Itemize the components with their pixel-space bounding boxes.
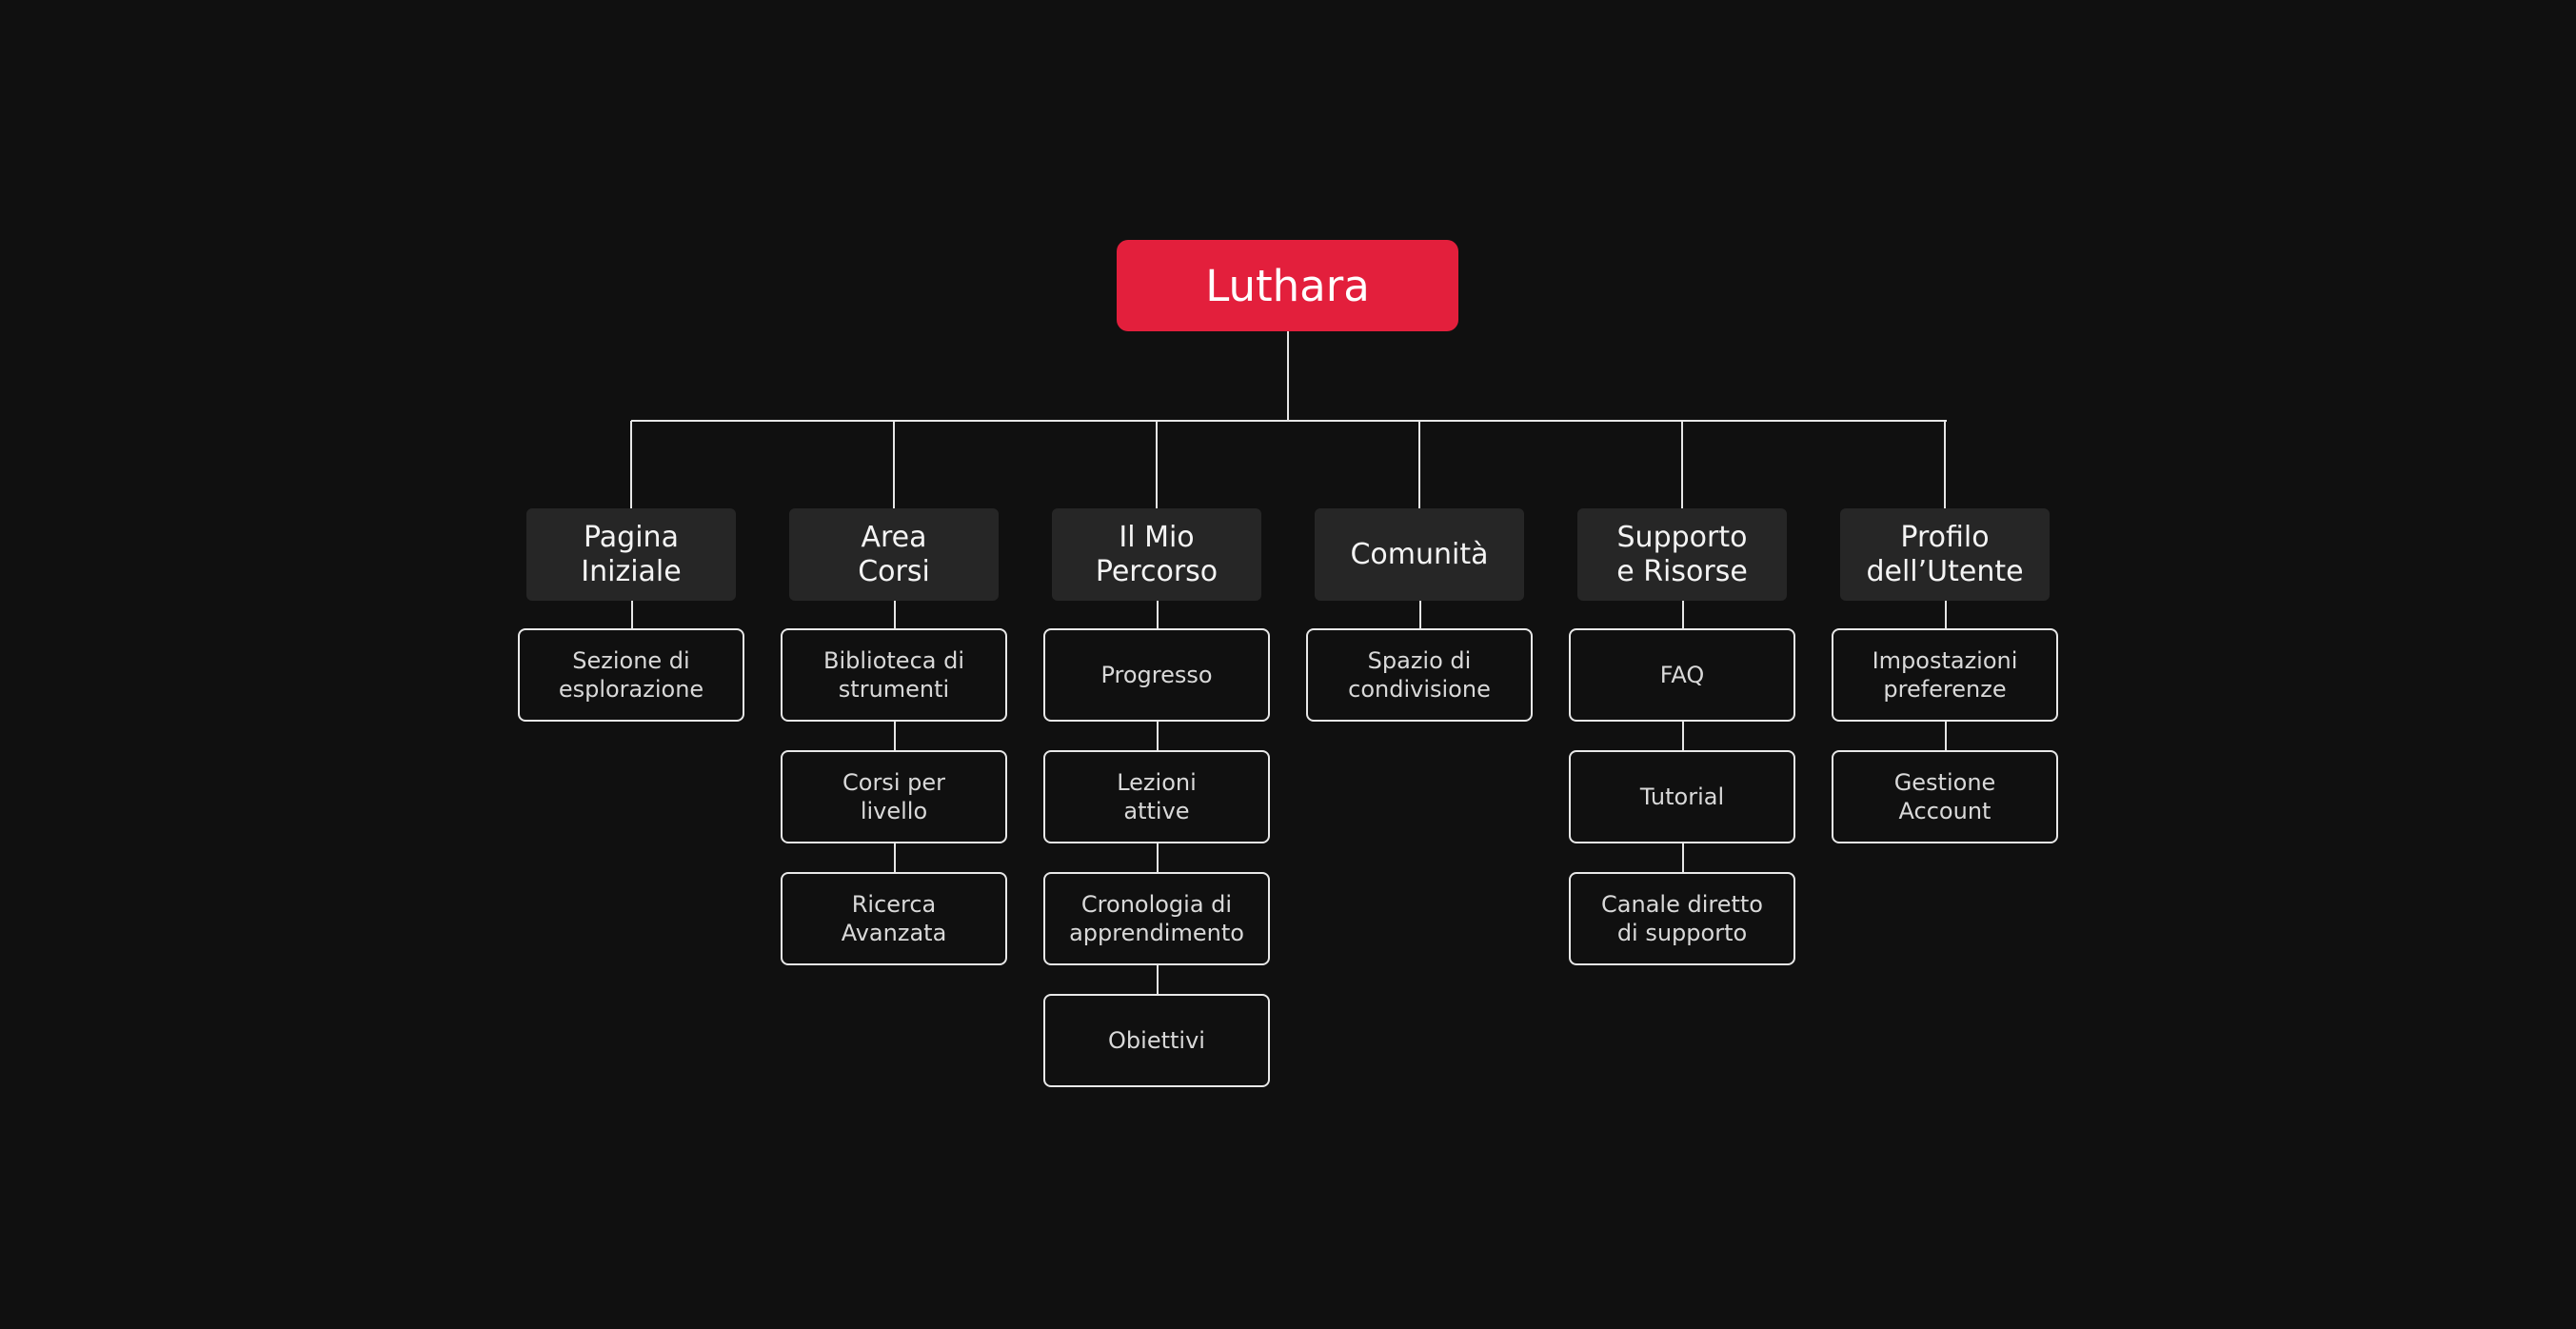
node-label: Spazio di condivisione [1348,647,1491,703]
node-label: Obiettivi [1108,1027,1205,1054]
node-label: Gestione Account [1893,769,1996,824]
child-connector [1945,722,1947,750]
node-sezione-di-esplorazione: Sezione di esplorazione [518,628,744,722]
node-label: Progresso [1100,662,1213,688]
node-canale-diretto-di-supporto: Canale diretto di supporto [1569,872,1795,965]
child-connector [631,601,633,628]
category-connector [1418,421,1420,508]
node-gestione-account: Gestione Account [1832,750,2058,843]
node-label: Tutorial [1639,784,1725,810]
node-obiettivi: Obiettivi [1043,994,1270,1087]
child-connector [1945,601,1947,628]
category-label: Profilo dell’Utente [1866,520,2024,588]
category-profilo-dell-utente: Profilo dell’Utente [1840,508,2050,601]
node-label: Canale diretto di supporto [1601,891,1763,946]
category-pagina-iniziale: Pagina Iniziale [526,508,736,601]
category-label: Supporto e Risorse [1616,520,1748,588]
child-connector [1157,843,1159,872]
category-connector [893,421,895,508]
node-tutorial: Tutorial [1569,750,1795,843]
category-supporto-e-risorse: Supporto e Risorse [1577,508,1787,601]
child-connector [1157,601,1159,628]
category-il-mio-percorso: Il Mio Percorso [1052,508,1261,601]
root-node: Luthara [1117,240,1458,331]
node-corsi-per-livello: Corsi per livello [781,750,1007,843]
node-label: Biblioteca di strumenti [823,647,964,703]
category-connector [1156,421,1158,508]
node-ricerca-avanzata: Ricerca Avanzata [781,872,1007,965]
node-label: Lezioni attive [1117,769,1197,824]
category-label: Pagina Iniziale [581,520,682,588]
category-connector [1944,421,1946,508]
child-connector [1157,965,1159,994]
root-label: Luthara [1205,260,1370,311]
node-label: Corsi per livello [842,769,945,824]
child-connector [894,601,896,628]
category-label: Area Corsi [858,520,930,588]
child-connector [1682,843,1684,872]
node-cronologia-di-apprendimento: Cronologia di apprendimento [1043,872,1270,965]
child-connector [894,722,896,750]
category-connector [630,421,632,508]
node-label: Sezione di esplorazione [558,647,704,703]
child-connector [1157,722,1159,750]
node-faq: FAQ [1569,628,1795,722]
child-connector [894,843,896,872]
branch-connector [631,420,1947,422]
child-connector [1682,722,1684,750]
child-connector [1419,601,1421,628]
category-area-corsi: Area Corsi [789,508,999,601]
root-connector [1287,331,1289,421]
node-spazio-di-condivisione: Spazio di condivisione [1306,628,1533,722]
node-lezioni-attive: Lezioni attive [1043,750,1270,843]
node-label: Cronologia di apprendimento [1069,891,1244,946]
category-connector [1681,421,1683,508]
node-biblioteca-di-strumenti: Biblioteca di strumenti [781,628,1007,722]
category-comunita: Comunità [1315,508,1524,601]
node-label: Impostazioni preferenze [1872,647,2018,703]
child-connector [1682,601,1684,628]
node-progresso: Progresso [1043,628,1270,722]
node-impostazioni-preferenze: Impostazioni preferenze [1832,628,2058,722]
category-label: Il Mio Percorso [1095,520,1219,588]
node-label: Ricerca Avanzata [841,891,947,946]
node-label: FAQ [1659,662,1705,688]
category-label: Comunità [1350,537,1489,571]
